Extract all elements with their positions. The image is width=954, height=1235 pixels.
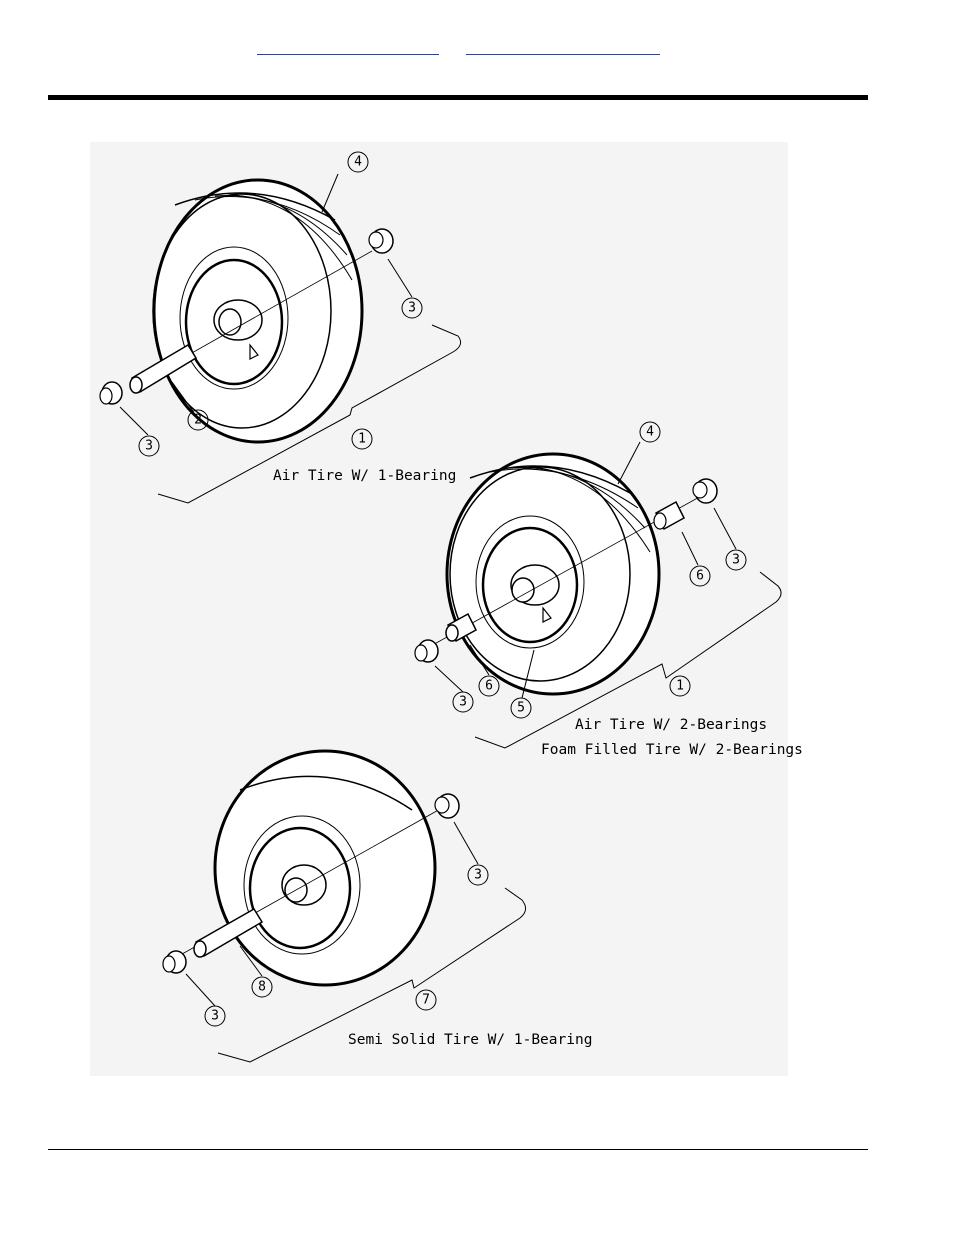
callout-c3-left: 3 [211,1009,219,1024]
caption-semi-solid-tire-1-bearing: Semi Solid Tire W/ 1-Bearing [348,1032,592,1048]
footer-rule [48,1149,868,1150]
callout-b3-left: 3 [459,695,467,710]
callout-b6-right: 6 [696,569,704,584]
callout-a2: 2 [194,413,202,428]
callout-b4: 4 [646,425,654,440]
callout-b3-right: 3 [732,553,740,568]
callout-b6-left: 6 [485,679,493,694]
callout-c8: 8 [258,980,266,995]
tire-illustration [215,751,435,985]
callout-b1: 1 [676,679,684,694]
callout-a3-right: 3 [408,301,416,316]
callout-c3-right: 3 [474,868,482,883]
callout-b5: 5 [517,701,525,716]
tire-illustration [153,180,362,442]
callout-a4: 4 [354,155,362,170]
caption-air-tire-1-bearing: Air Tire W/ 1-Bearing [273,468,456,484]
callout-a1: 1 [358,432,366,447]
callout-c7: 7 [422,993,430,1008]
caption-foam-filled-tire-2-bearings: Foam Filled Tire W/ 2-Bearings [541,742,803,758]
caption-air-tire-2-bearings: Air Tire W/ 2-Bearings [575,717,767,733]
callout-a3-left: 3 [145,439,153,454]
